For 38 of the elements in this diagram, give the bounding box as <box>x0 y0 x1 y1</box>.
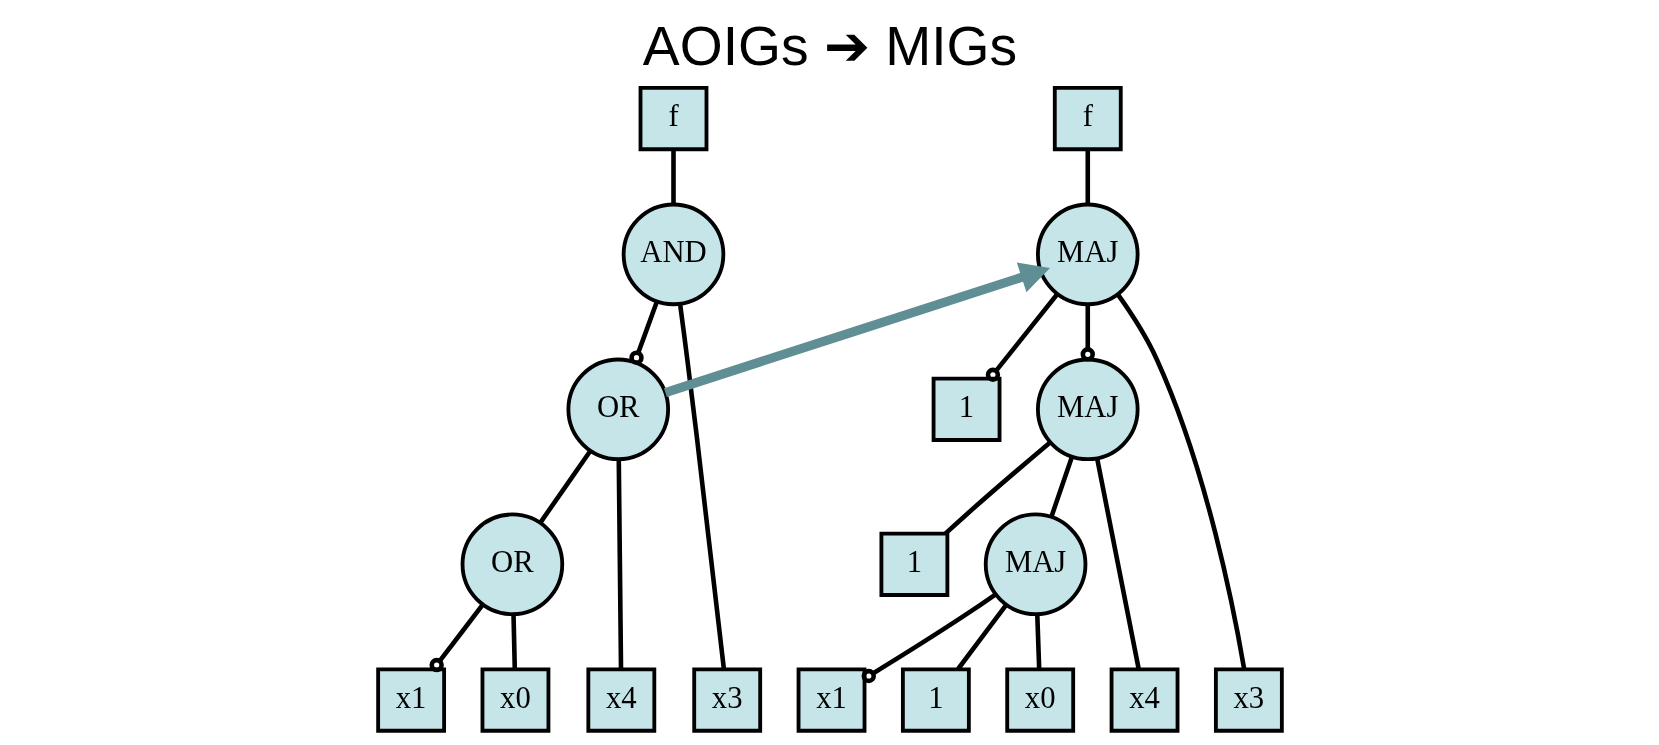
connector <box>628 300 659 365</box>
connector <box>985 292 1059 382</box>
node-box: f <box>638 85 708 152</box>
connector <box>510 614 517 670</box>
connector <box>1048 456 1074 518</box>
connector <box>1084 149 1090 205</box>
connector <box>1115 293 1246 670</box>
connector <box>670 149 676 205</box>
node-box: x0 <box>1004 667 1075 733</box>
node-box: x1 <box>375 667 446 733</box>
connector <box>428 603 484 673</box>
node-box: x3 <box>1213 667 1284 733</box>
node-box: x3 <box>691 667 762 733</box>
connector <box>616 459 623 670</box>
arrow <box>663 262 1050 397</box>
connector <box>861 592 997 684</box>
node-box: 1 <box>900 667 971 733</box>
node-box: x0 <box>480 667 550 733</box>
node-box: 1 <box>931 376 1001 442</box>
diagram-title: AOIGs ➔ MIGs <box>642 14 1017 77</box>
node-box: 1 <box>879 531 949 597</box>
node-box: x1 <box>796 667 866 733</box>
connector <box>677 303 726 670</box>
connector <box>538 449 592 524</box>
connector <box>1094 457 1141 670</box>
node-circle: OR <box>566 357 670 462</box>
node-box: f <box>1052 85 1123 152</box>
connector <box>955 603 1008 671</box>
connector <box>1034 614 1041 670</box>
connector <box>943 440 1051 536</box>
node-box: x4 <box>1109 667 1179 733</box>
node-circle: MAJ <box>983 512 1087 617</box>
node-circle: AND <box>621 202 725 307</box>
node-box: x4 <box>585 667 656 733</box>
node-circle: OR <box>460 512 564 617</box>
node-circle: MAJ <box>1035 202 1140 307</box>
connector <box>1080 304 1095 362</box>
node-circle: MAJ <box>1035 357 1140 462</box>
